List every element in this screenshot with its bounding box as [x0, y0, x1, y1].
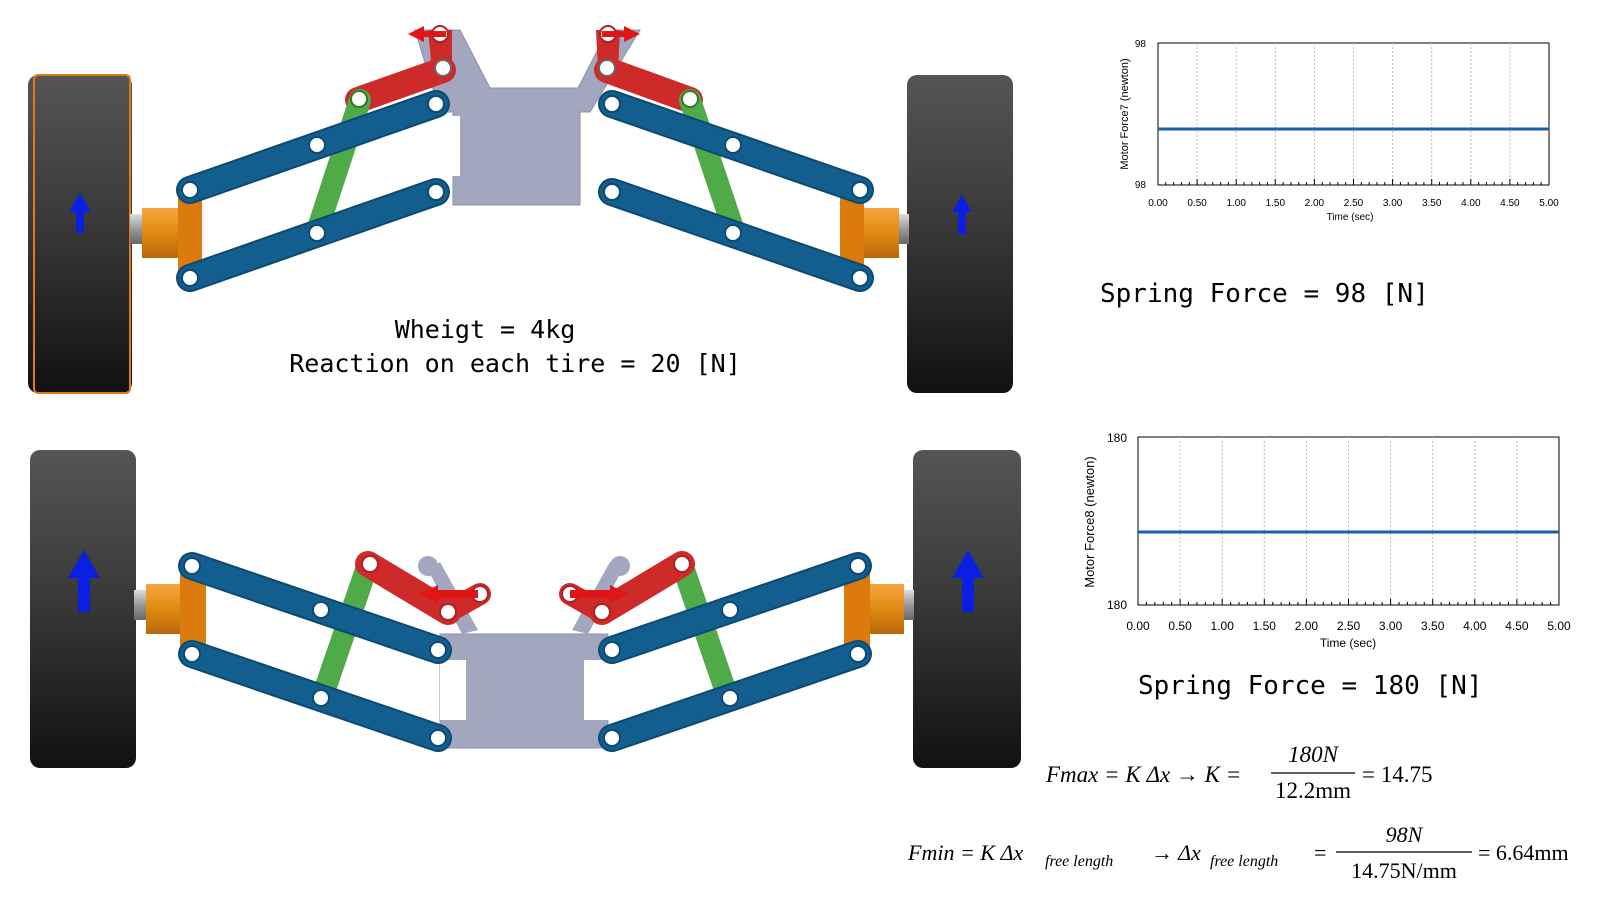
chart-x-tick: 0.50: [1168, 619, 1192, 633]
left-spring-link: [345, 57, 456, 113]
reaction-label: Reaction on each tire = 20 [N]: [289, 349, 741, 378]
chart-xlabel: Time (sec): [1327, 212, 1374, 223]
chart-x-tick: 0.00: [1148, 198, 1168, 209]
right-upright: [840, 188, 864, 274]
equation-fmax-numerator: 180N: [1288, 742, 1340, 767]
chart-x-tick: 3.50: [1422, 198, 1442, 209]
chart-x-tick: 2.00: [1305, 198, 1325, 209]
equation-fmax-rhs: = 14.75: [1362, 762, 1432, 787]
force-arrow-icon: [408, 26, 640, 42]
chart-y-tick: 98: [1135, 180, 1147, 191]
chart-ylabel: Motor Force8 (newton): [1082, 456, 1097, 588]
chart-y-tick: 180: [1107, 598, 1127, 612]
chart-plot-area: [1157, 42, 1550, 186]
reaction-arrow-icon: [952, 550, 984, 612]
reaction-arrow-icon: [952, 195, 972, 234]
chart-x-tick: 3.50: [1421, 619, 1445, 633]
left-hub: [142, 208, 178, 258]
chart-x-tick: 1.00: [1226, 198, 1246, 209]
equation-fmin-lhs: Fmin = K Δx: [907, 840, 1023, 865]
left-tire-top: [28, 74, 132, 394]
equation-fmin-arrow: → Δx: [1151, 840, 1201, 865]
chart-x-tick: 2.50: [1337, 619, 1361, 633]
chassis-top: [414, 29, 641, 206]
chart-x-tick: 2.50: [1344, 198, 1364, 209]
chart-x-tick: 4.00: [1461, 198, 1481, 209]
chart-x-tick: 3.00: [1383, 198, 1403, 209]
chart-x-tick: 1.50: [1266, 198, 1286, 209]
chart-x-tick: 4.00: [1463, 619, 1487, 633]
chart-x-tick: 5.00: [1539, 198, 1559, 209]
right-hub: [863, 208, 899, 258]
chart-x-tick: 0.50: [1187, 198, 1207, 209]
chart-x-tick: 4.50: [1505, 619, 1529, 633]
chart-motor-force8: 0.00 0.50 1.00 1.50 2.00 2.50 3.00 3.50 4.00 4.50…: [1082, 431, 1571, 650]
pivot-pins-top: [181, 25, 869, 287]
equation-fmin: Fmin = K Δx free length → Δx free length…: [907, 822, 1569, 883]
equation-fmax-lhs: Fmax = K Δx → K =: [1045, 762, 1241, 787]
chart-xlabel: Time (sec): [1320, 636, 1376, 650]
chassis-cutout: [430, 116, 460, 176]
chart-x-tick: 4.50: [1500, 198, 1520, 209]
chart-x-tick: 1.50: [1253, 619, 1277, 633]
equation-fmax-denominator: 12.2mm: [1275, 778, 1351, 803]
chart-x-tick: 0.00: [1126, 619, 1150, 633]
equation-fmin-numerator: 98N: [1386, 822, 1424, 847]
equation-fmin-denominator: 14.75N/mm: [1351, 858, 1457, 883]
chart-x-tick: 3.00: [1379, 619, 1403, 633]
force-arrow-icon: [420, 585, 628, 603]
spring-force-label-bottom: Spring Force = 180 [N]: [1138, 671, 1482, 701]
right-spring-link: [594, 57, 703, 113]
chart-x-tick: 1.00: [1211, 619, 1235, 633]
chart-ylabel: Motor Force7 (newton): [1119, 58, 1131, 169]
equation-fmin-eq: =: [1314, 840, 1326, 865]
reaction-arrow-icon: [68, 550, 100, 612]
equation-fmin-sub2: free length: [1210, 853, 1278, 870]
chart-x-tick: 2.00: [1295, 619, 1319, 633]
equation-fmax: Fmax = K Δx → K = 180N 12.2mm = 14.75: [1045, 742, 1432, 803]
chart-motor-force7: 0.00 0.50 1.00 1.50 2.00 2.50 3.00 3.50 4.00 4.50…: [1119, 39, 1559, 223]
weight-label: Wheigt = 4kg: [395, 315, 576, 344]
chart-y-tick: 180: [1107, 431, 1127, 445]
bottom-suspension-diagram: [30, 450, 1021, 768]
chart-x-tick: 5.00: [1547, 619, 1571, 633]
left-upright: [178, 188, 202, 274]
reaction-arrow-icon: [69, 193, 91, 233]
spring-force-label-top: Spring Force = 98 [N]: [1100, 279, 1429, 309]
equation-fmin-sub1: free length: [1045, 853, 1113, 870]
equation-fmin-rhs: = 6.64mm: [1478, 840, 1569, 865]
chassis-cutout: [585, 116, 615, 176]
top-suspension-diagram: [28, 25, 1013, 394]
chart-y-tick: 98: [1135, 39, 1147, 50]
